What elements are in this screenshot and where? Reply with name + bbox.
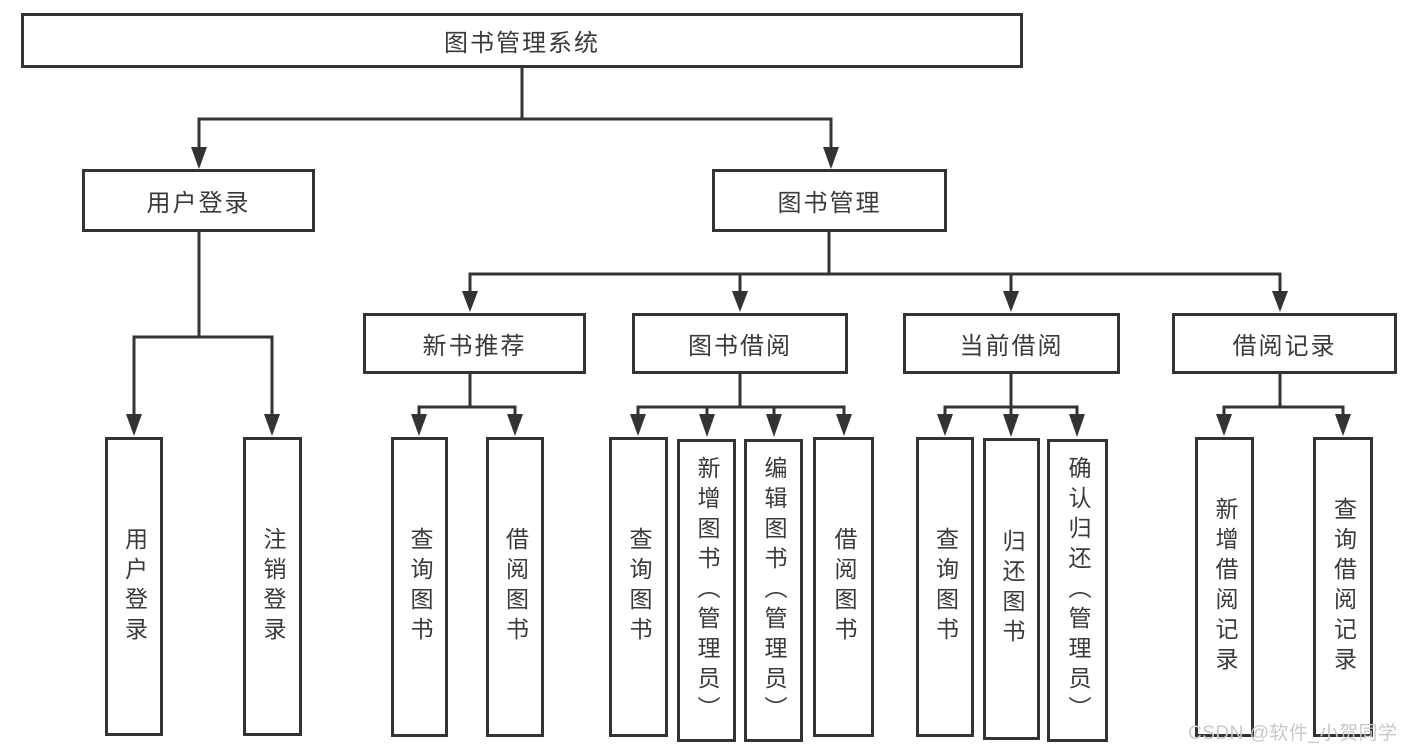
leaf-logout: 注销登录 xyxy=(243,437,302,736)
node-book-management: 图书管理 xyxy=(712,169,947,232)
node-book-borrowing: 图书借阅 xyxy=(632,313,848,374)
node-label: 新增图书（管理员） xyxy=(694,455,720,726)
leaf-edit-book-admin: 编辑图书（管理员） xyxy=(744,439,803,742)
node-label: 查询图书 xyxy=(626,527,652,647)
node-label: 查询图书 xyxy=(932,527,959,647)
leaf-query-book-borrowing: 查询图书 xyxy=(609,437,668,737)
node-label: 用户登录 xyxy=(146,190,251,217)
node-label: 确认归还（管理员） xyxy=(1065,455,1091,726)
node-label: 借阅图书 xyxy=(502,527,529,647)
node-label: 归还图书 xyxy=(999,529,1025,649)
node-user-login: 用户登录 xyxy=(82,169,315,232)
leaf-query-borrow-record: 查询借阅记录 xyxy=(1313,437,1373,737)
node-label: 新书推荐 xyxy=(422,333,527,360)
leaf-confirm-return-admin: 确认归还（管理员） xyxy=(1047,439,1108,742)
leaf-return-book: 归还图书 xyxy=(983,438,1040,740)
node-label: 查询借阅记录 xyxy=(1330,497,1357,677)
leaf-query-book-newbook: 查询图书 xyxy=(391,437,448,737)
leaf-add-book-admin: 新增图书（管理员） xyxy=(677,439,736,742)
node-label: 图书管理系统 xyxy=(444,30,600,57)
node-label: 图书借阅 xyxy=(688,333,792,360)
node-label: 查询图书 xyxy=(407,527,433,647)
node-new-book-recommendation: 新书推荐 xyxy=(363,313,586,374)
node-label: 当前借阅 xyxy=(959,333,1064,360)
leaf-user-login: 用户登录 xyxy=(105,437,163,736)
leaf-borrow-book-borrowing: 借阅图书 xyxy=(813,437,874,737)
node-label: 借阅记录 xyxy=(1232,333,1337,360)
node-label: 注销登录 xyxy=(260,526,286,647)
leaf-borrow-book-newbook: 借阅图书 xyxy=(486,437,544,737)
node-label: 编辑图书（管理员） xyxy=(761,455,787,726)
node-label: 新增借阅记录 xyxy=(1212,497,1238,677)
leaf-query-book-current: 查询图书 xyxy=(916,437,974,737)
node-label: 图书管理 xyxy=(777,190,882,217)
csdn-watermark: CSDN @软件_小贺同学 xyxy=(1188,723,1398,744)
node-current-borrowing: 当前借阅 xyxy=(903,313,1120,374)
node-label: 用户登录 xyxy=(121,526,148,647)
leaf-add-borrow-record: 新增借阅记录 xyxy=(1195,437,1254,737)
node-label: 借阅图书 xyxy=(831,527,857,647)
node-library-management-system: 图书管理系统 xyxy=(21,13,1023,68)
node-borrowing-records: 借阅记录 xyxy=(1172,313,1397,374)
